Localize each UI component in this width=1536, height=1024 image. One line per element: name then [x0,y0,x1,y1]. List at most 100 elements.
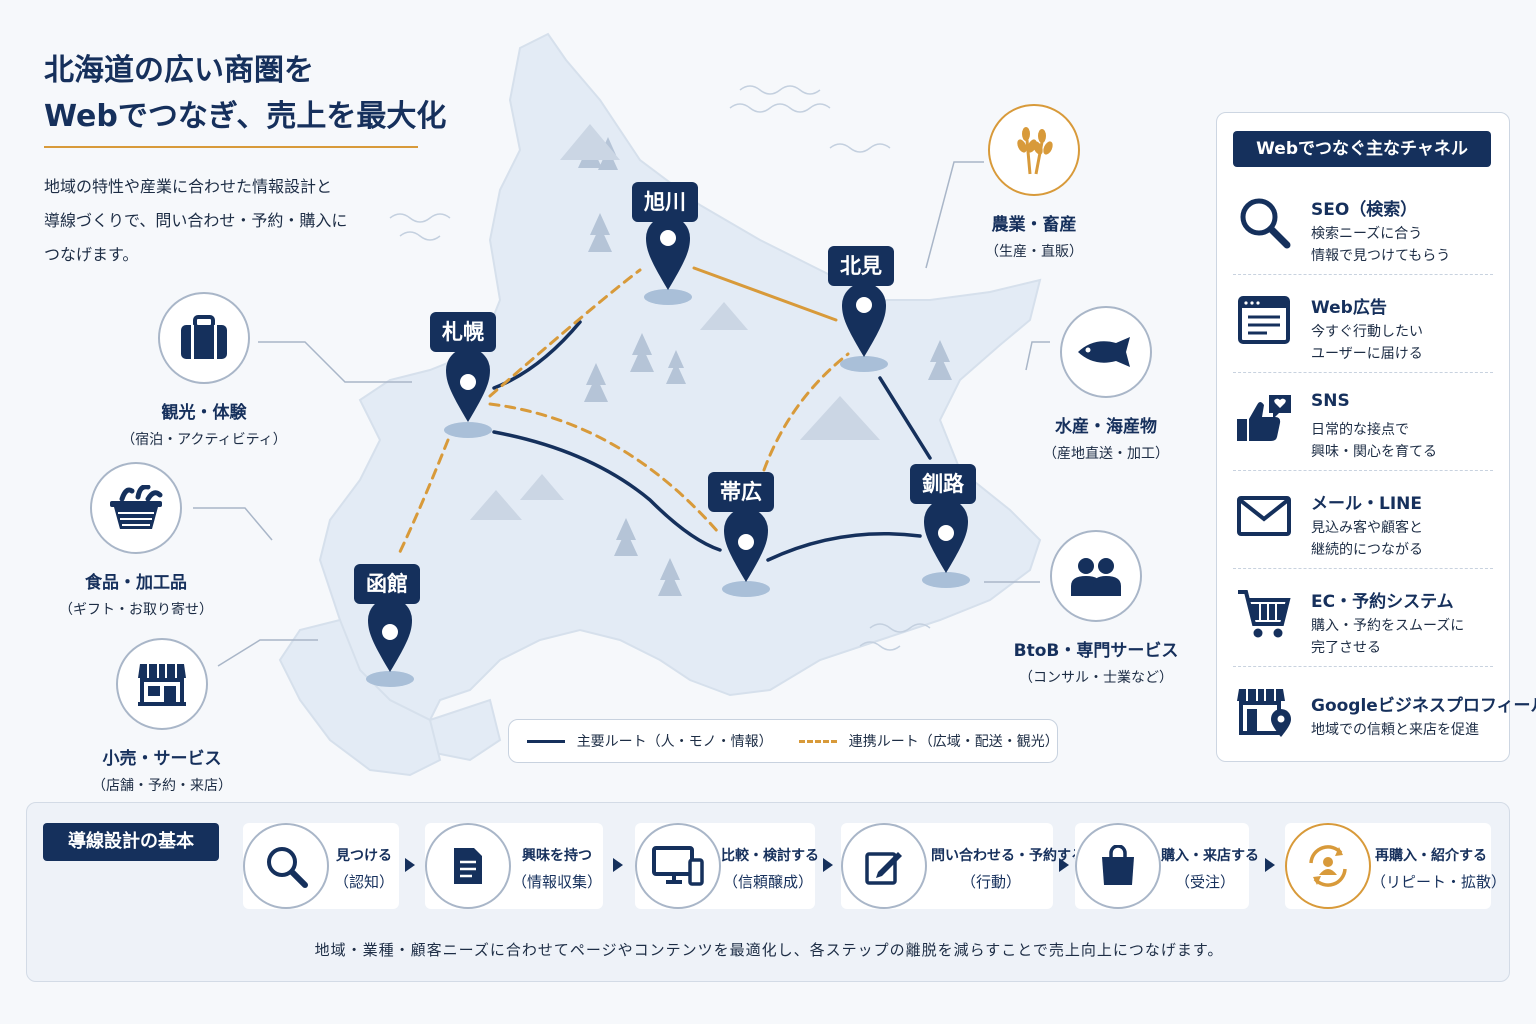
repeat-user-icon [1285,823,1371,909]
channel-desc-line-1: 今すぐ行動したい [1311,324,1423,340]
industry-agri-sub: （生産・直販） [985,244,1083,260]
funnel-step-text: 問い合わせる・予約する （行動） [931,843,1085,895]
industry-connectors [193,161,1050,667]
city-label-obihiro: 帯広 [708,472,774,512]
industry-agri-title: 農業・畜産 [991,215,1077,235]
city-label-hakodate: 函館 [354,564,420,604]
search-icon [1235,193,1293,251]
cart-icon [1235,585,1293,643]
wave-decoration [389,85,931,651]
funnel-section: 導線設計の基本 見つける （認知） 興味を持つ （情報収集） [26,802,1510,982]
channel-desc: 地域での信頼と来店を促進 [1311,719,1479,741]
funnel-step-5: 購入・来店する （受注） [1075,823,1259,909]
industry-marine-circle [1060,306,1152,398]
channel-desc-line-1: 検索ニーズに合う [1311,226,1423,242]
city-label-sapporo: 札幌 [430,312,496,352]
shopping-bag-icon [1075,823,1161,909]
channel-desc-line-2: 情報で見つけてもらう [1311,248,1451,264]
step-arrow-icon [823,858,833,872]
funnel-step-sub: （認知） [333,873,394,891]
channel-item-web-ads: Web広告 今すぐ行動したい ユーザーに届ける [1233,277,1493,373]
funnel-step-sub: （行動） [960,873,1021,891]
industry-tourism-circle [158,292,250,384]
funnel-step-sub: （リピート・拡散） [1371,873,1507,891]
step-arrow-icon [613,858,623,872]
industry-tourism: 観光・体験 （宿泊・アクティビティ） [104,292,304,449]
step-arrow-icon [1059,858,1069,872]
industry-retail-sub: （店舗・予約・来店） [92,778,232,794]
fish-icon [1078,337,1130,367]
funnel-step-text: 再購入・紹介する （リピート・拡散） [1371,843,1507,895]
industry-food-sub: （ギフト・お取り寄せ） [59,602,213,618]
funnel-step-label: 見つける [336,848,392,864]
people-icon [1071,558,1121,596]
pin-sapporo-icon [444,348,492,438]
route-kitami-kushiro [878,376,932,460]
funnel-note: 地域・業種・顧客ニーズに合わせてページやコンテンツを最適化し、各ステップの離脱を… [314,941,1224,959]
channel-desc-line-2: ユーザーに届ける [1311,346,1423,362]
industry-btob-sub: （コンサル・士業など） [1019,670,1173,686]
channel-desc-line-1: 見込み客や顧客と [1311,520,1423,536]
industry-agri-circle [988,104,1080,196]
industry-marine-sub: （産地直送・加工） [1043,446,1169,462]
channel-item-ec: EC・予約システム 購入・予約をスムーズに 完了させる [1233,571,1493,667]
city-label-asahikawa: 旭川 [632,182,698,222]
funnel-header: 導線設計の基本 [43,823,219,861]
industry-btob-circle [1050,530,1142,622]
funnel-step-text: 見つける （認知） [329,843,399,895]
funnel-step-6: 再購入・紹介する （リピート・拡散） [1285,823,1507,909]
industry-btob: BtoB・専門サービス （コンサル・士業など） [996,530,1196,687]
industry-tourism-title: 観光・体験 [161,403,247,423]
channel-desc: 検索ニーズに合う 情報で見つけてもらう [1311,223,1450,267]
industry-btob-title: BtoB・専門サービス [1013,641,1179,661]
funnel-step-label: 問い合わせる・予約する [931,848,1085,864]
pin-kushiro-icon [922,499,970,588]
suitcase-icon [181,315,227,359]
pin-obihiro-icon [722,508,770,597]
storefront-icon [138,664,186,706]
search-icon [243,823,329,909]
document-icon [425,823,511,909]
funnel-step-3: 比較・検討する （信頼醸成） [635,823,819,909]
industry-food: 食品・加工品 （ギフト・お取り寄せ） [36,462,236,619]
envelope-icon [1235,487,1293,545]
channel-title: メール・LINE [1311,494,1422,514]
channel-desc: 今すぐ行動したい ユーザーに届ける [1311,321,1423,365]
funnel-step-1: 見つける （認知） [243,823,399,909]
route-sapporo-obihiro [492,430,722,552]
route-asahikawa-kitami [692,266,838,322]
legend-main-route-label: 主要ルート（人・モノ・情報） [576,734,773,750]
route-legend: 主要ルート（人・モノ・情報） 連携ルート（広域・配送・観光） [508,719,1059,763]
funnel-step-label: 購入・来店する [1161,848,1259,864]
hokkaido-silhouette [318,32,1042,762]
pin-kitami-icon [840,283,888,372]
headline-line-2: Webでつなぎ、売上を最大化 [44,99,447,134]
industry-retail-circle [116,638,208,730]
devices-icon [635,823,721,909]
funnel-step-sub: （情報収集） [511,873,602,891]
intro-text: 地域の特性や産業に合わせた情報設計と 導線づくりで、問い合わせ・予約・購入に つ… [44,170,404,272]
pin-hakodate-icon [366,598,414,687]
funnel-step-2: 興味を持つ （情報収集） [425,823,603,909]
gold-main-route [692,266,838,322]
industry-marine: 水産・海産物 （産地直送・加工） [1006,306,1206,463]
link-routes [396,268,850,558]
funnel-step-label: 興味を持つ [522,848,592,864]
route-sapporo-hakodate-link [396,438,450,558]
funnel-step-sub: （信頼醸成） [722,873,813,891]
pin-asahikawa-icon [644,216,692,305]
industry-food-circle [90,462,182,554]
intro-line-3: つなげます。 [44,245,139,264]
industry-retail: 小売・サービス （店舗・予約・来店） [62,638,262,795]
intro-line-1: 地域の特性や産業に合わせた情報設計と [44,177,333,196]
funnel-step-text: 比較・検討する （信頼醸成） [721,843,819,895]
legend-link-route-label: 連携ルート（広域・配送・観光） [848,734,1059,750]
channel-desc: 見込み客や顧客と 継続的につながる [1311,517,1423,561]
route-obihiro-kitami-link [762,352,850,472]
channels-panel: Webでつなぐ主なチャネル SEO（検索） 検索ニーズに合う 情報で見つけてもら… [1216,112,1536,762]
funnel-step-label: 比較・検討する [721,848,819,864]
step-arrow-icon [1265,858,1275,872]
city-pins [366,216,970,687]
